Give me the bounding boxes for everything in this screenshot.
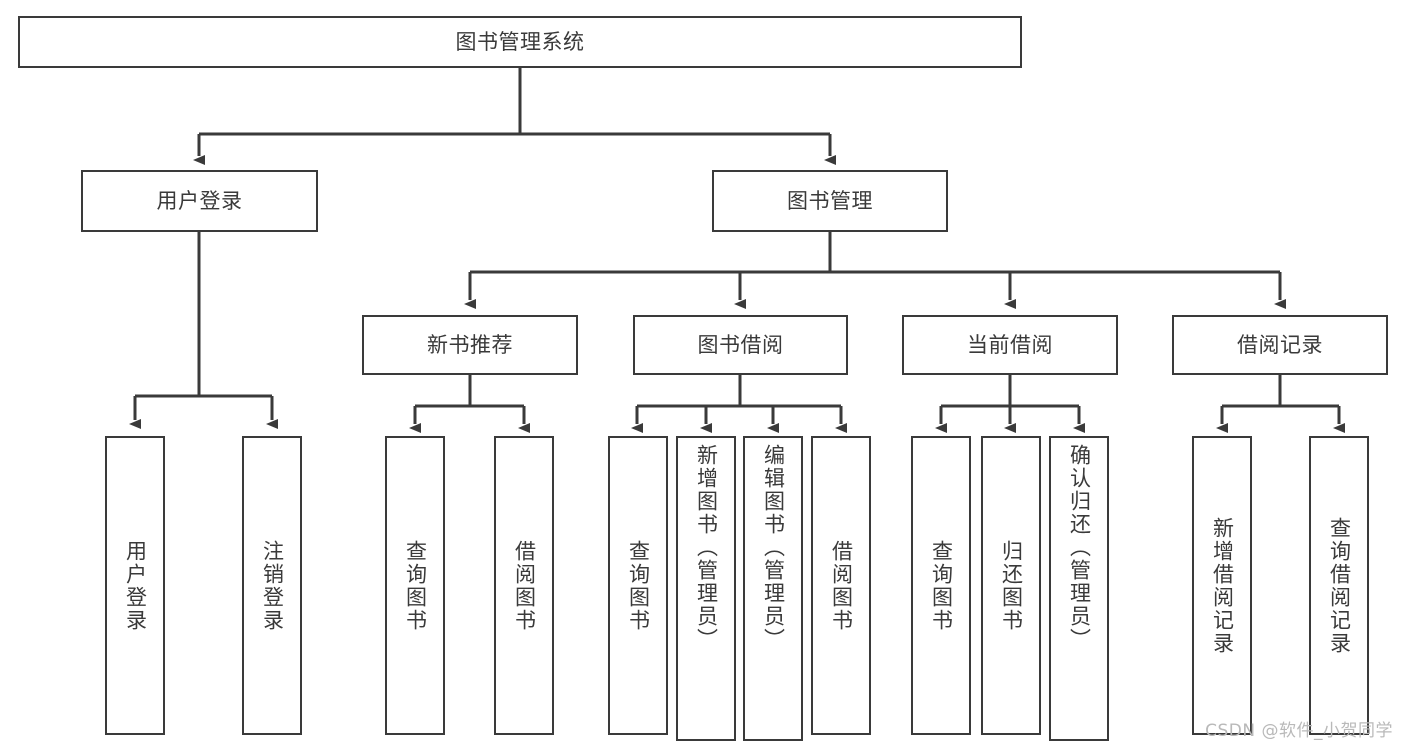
leaf-borrow-records-add-record[interactable]: 新增借阅记录 [1192,436,1252,735]
node-label: 注销登录 [260,539,285,632]
leaf-user-login-logout[interactable]: 注销登录 [242,436,302,735]
leaf-current-borrow-return-book[interactable]: 归还图书 [981,436,1041,735]
node-root-book-management-system[interactable]: 图书管理系统 [18,16,1022,68]
leaf-new-book-query-book[interactable]: 查询图书 [385,436,445,735]
leaf-current-borrow-query-book[interactable]: 查询图书 [911,436,971,735]
node-label: 图书管理 [787,188,873,213]
node-label: 借阅记录 [1237,332,1323,357]
node-current-borrow[interactable]: 当前借阅 [902,315,1118,375]
node-label: 查询借阅记录 [1327,516,1352,655]
leaf-book-borrow-query-book[interactable]: 查询图书 [608,436,668,735]
leaf-current-borrow-confirm-return-admin[interactable]: 确认归还（管理员） [1049,436,1109,741]
leaf-book-borrow-edit-book-admin[interactable]: 编辑图书（管理员） [743,436,803,741]
leaf-book-borrow-borrow-book[interactable]: 借阅图书 [811,436,871,735]
leaf-borrow-records-query-record[interactable]: 查询借阅记录 [1309,436,1369,735]
node-book-borrow[interactable]: 图书借阅 [633,315,848,375]
node-book-management[interactable]: 图书管理 [712,170,948,232]
node-label: 确认归还（管理员） [1067,444,1092,651]
watermark: CSDN @软件_小贺同学 [1205,721,1393,741]
node-new-book-recommend[interactable]: 新书推荐 [362,315,578,375]
node-label: 新增图书（管理员） [694,444,719,651]
node-label: 归还图书 [999,539,1024,632]
leaf-book-borrow-add-book-admin[interactable]: 新增图书（管理员） [676,436,736,741]
node-user-login[interactable]: 用户登录 [81,170,318,232]
node-label: 图书借阅 [697,332,784,357]
leaf-user-login-login[interactable]: 用户登录 [105,436,165,735]
node-label: 查询图书 [403,539,428,632]
node-label: 借阅图书 [512,539,537,632]
node-label: 查询图书 [929,539,954,632]
node-label: 当前借阅 [967,332,1053,357]
node-label: 编辑图书（管理员） [761,444,786,651]
node-label: 借阅图书 [829,539,854,632]
node-label: 用户登录 [123,539,148,632]
node-label: 新增借阅记录 [1210,516,1235,655]
node-label: 查询图书 [626,539,651,632]
node-borrow-records[interactable]: 借阅记录 [1172,315,1388,375]
leaf-new-book-borrow-book[interactable]: 借阅图书 [494,436,554,735]
node-label: 用户登录 [156,188,243,213]
node-label: 图书管理系统 [455,29,585,54]
node-label: 新书推荐 [427,332,513,357]
